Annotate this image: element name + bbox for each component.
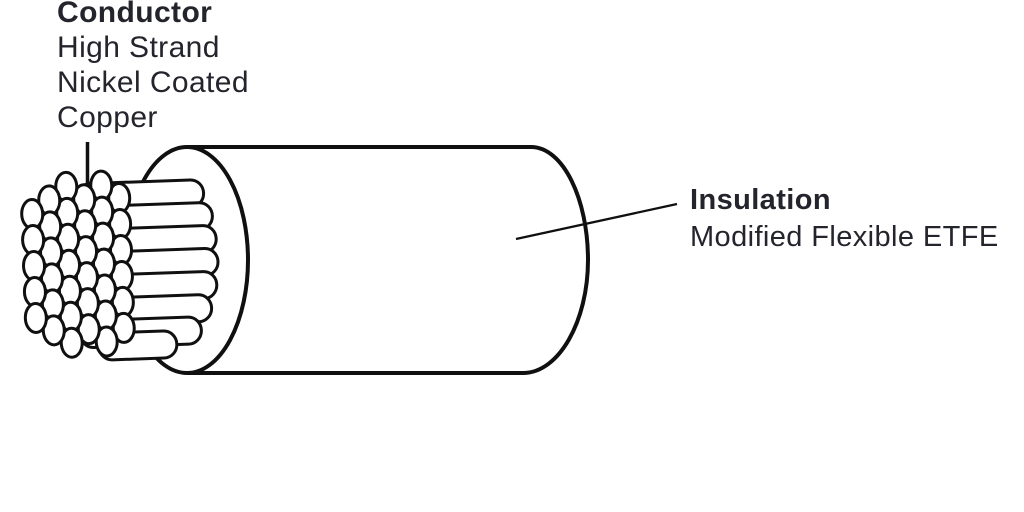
conductor-label-title: Conductor: [57, 0, 213, 29]
strand-face: [23, 301, 48, 334]
conductor-strands: [20, 169, 220, 362]
conductor-label-line-1: High Strand: [57, 31, 220, 64]
conductor-label: Conductor High Strand Nickel Coated Copp…: [57, 0, 249, 135]
conductor-label-line-3: Copper: [57, 101, 158, 134]
conductor-label-line-2: Nickel Coated: [57, 66, 249, 99]
insulation-body-outline: [187, 145, 591, 375]
insulation-label-line-1: Modified Flexible ETFE: [690, 221, 999, 253]
insulation-body-fill: [187, 147, 588, 373]
conductor-strand-faces: [20, 169, 136, 359]
insulation-label: Insulation Modified Flexible ETFE: [690, 182, 999, 256]
insulation-label-title: Insulation: [690, 184, 831, 216]
insulation-leader-line: [515, 202, 678, 241]
